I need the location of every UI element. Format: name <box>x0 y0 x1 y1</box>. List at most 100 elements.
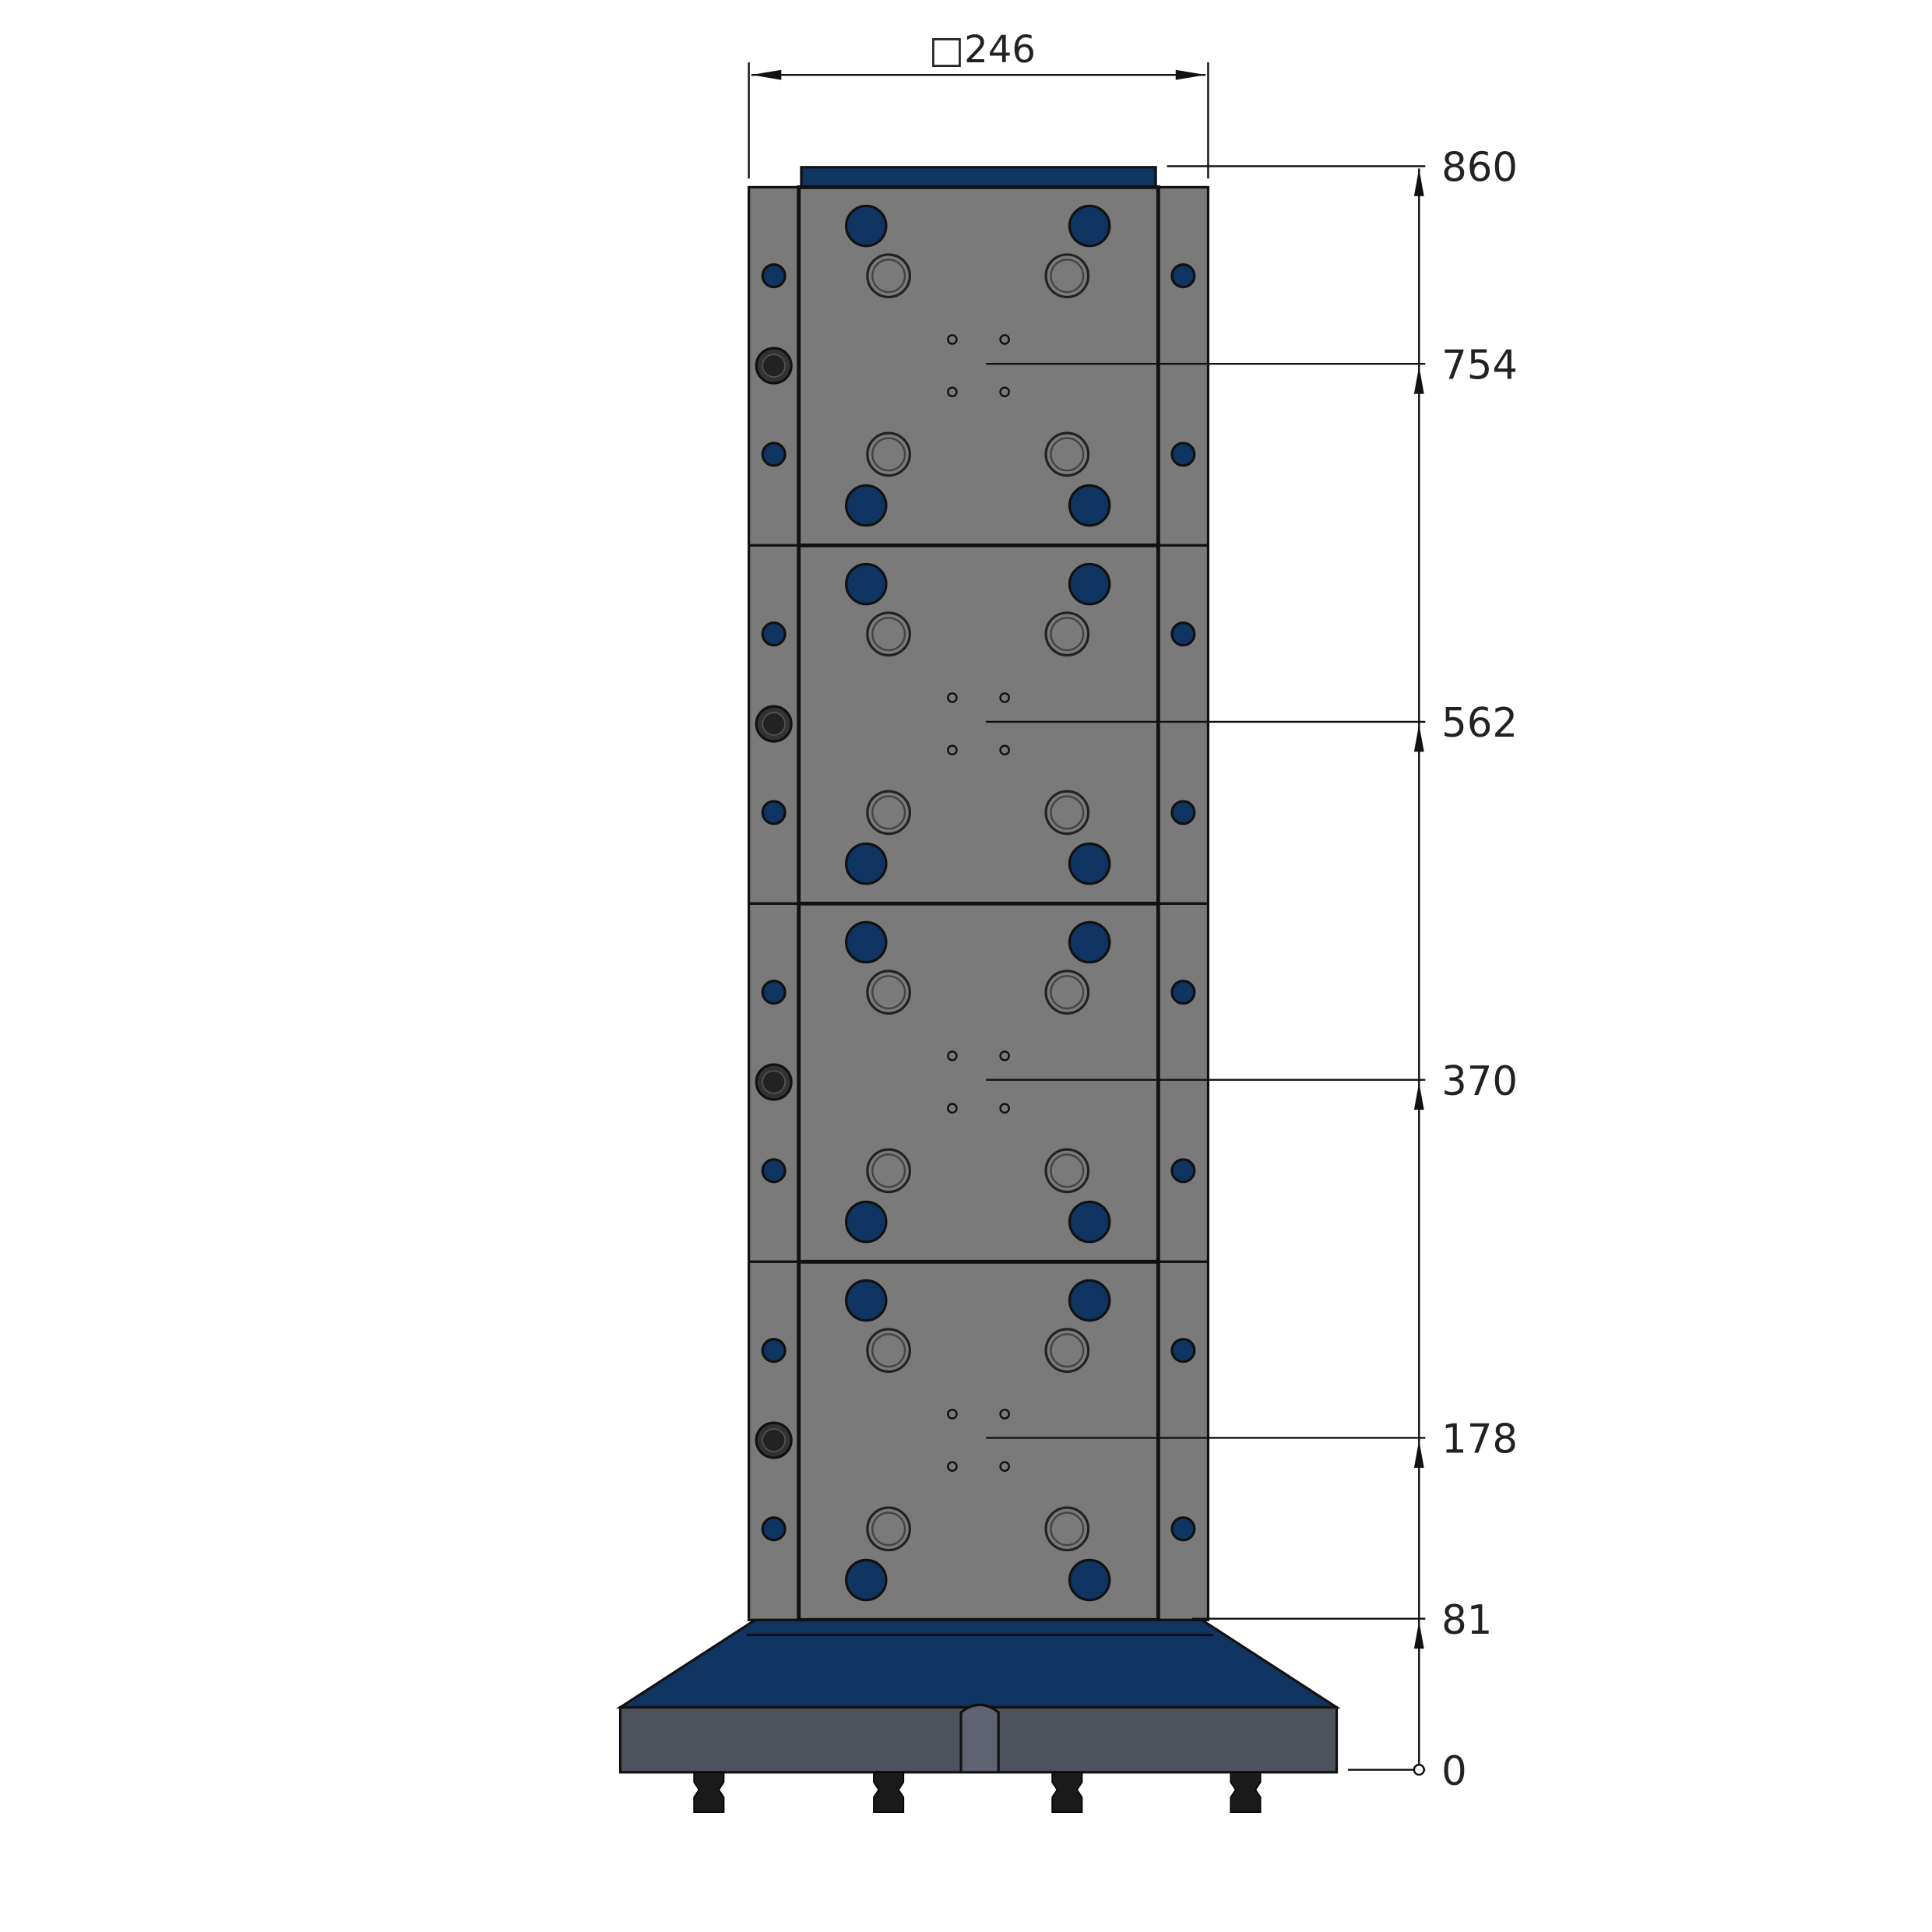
side-screw <box>761 1158 787 1184</box>
side-plug-inner <box>762 354 786 378</box>
side-screw <box>1170 621 1196 647</box>
locating-bolt <box>1068 842 1111 885</box>
side-screw <box>761 621 787 647</box>
clamp-ring-inner <box>871 259 906 294</box>
side-screw <box>1170 1338 1196 1364</box>
arrowhead <box>1413 1621 1424 1649</box>
clamp-ring-inner <box>871 975 906 1010</box>
locating-bolt <box>845 204 888 248</box>
height-dimension-label: 860 <box>1441 145 1518 192</box>
pin-hole <box>947 386 958 398</box>
clamp-ring <box>1044 431 1090 477</box>
height-dimension-label: 178 <box>1441 1416 1518 1463</box>
width-dimension-label: □246 <box>929 28 1036 72</box>
clamp-ring <box>866 970 911 1015</box>
base-groove <box>959 1703 1000 1774</box>
dimension-annotations: □246 860 754 562 370 178 81 0 <box>748 28 1518 1795</box>
side-strip-right <box>1156 544 1210 905</box>
module <box>748 185 1210 547</box>
side-screw <box>1170 980 1196 1005</box>
clamp-ring-inner <box>871 1511 906 1547</box>
clamp-ring <box>866 253 911 299</box>
locating-bolt <box>1068 1200 1111 1244</box>
pin-hole <box>999 1050 1010 1061</box>
clamp-ring-inner <box>1050 617 1085 652</box>
clamp-ring <box>1044 970 1090 1015</box>
side-screw <box>761 1516 787 1542</box>
clamp-ring-inner <box>871 795 906 830</box>
clamp-ring-inner <box>1050 1333 1085 1368</box>
clamp-ring-inner <box>1050 795 1085 830</box>
side-screw <box>761 263 787 289</box>
top-cap <box>800 166 1157 189</box>
clamp-ring <box>866 611 911 657</box>
clamp-ring <box>1044 1148 1090 1194</box>
side-plug-inner <box>762 712 786 736</box>
clamp-ring <box>866 431 911 477</box>
pin-hole <box>947 334 958 345</box>
clamp-ring-inner <box>1050 1153 1085 1188</box>
arrowhead <box>1413 1440 1424 1468</box>
clamp-ring <box>1044 253 1090 299</box>
arrowhead <box>1413 168 1424 196</box>
locating-bolt <box>845 842 888 885</box>
clamp-ring-inner <box>1050 259 1085 294</box>
locating-bolt <box>1068 204 1111 248</box>
locating-bolt <box>845 1279 888 1322</box>
origin-marker <box>1413 1764 1425 1776</box>
height-dimension-label: 562 <box>1441 700 1518 747</box>
leveling-foot <box>693 1772 725 1813</box>
clamp-ring-inner <box>871 1153 906 1188</box>
locating-bolt <box>1068 562 1111 606</box>
side-screw <box>761 980 787 1005</box>
clamp-ring <box>866 1328 911 1373</box>
side-screw <box>761 442 787 467</box>
clamp-ring-inner <box>1050 1511 1085 1547</box>
pin-hole <box>947 1409 958 1420</box>
side-plug-inner <box>762 1070 786 1094</box>
side-screw <box>1170 263 1196 289</box>
locating-bolt <box>845 1558 888 1602</box>
side-screw <box>1170 442 1196 467</box>
side-screw <box>1170 1158 1196 1184</box>
side-screw <box>761 800 787 825</box>
locating-bolt <box>845 920 888 964</box>
clamp-ring <box>1044 1506 1090 1552</box>
height-dimension-label: 754 <box>1441 342 1518 389</box>
height-dimension-label: 370 <box>1441 1058 1518 1105</box>
leveling-foot <box>873 1772 905 1813</box>
side-screw <box>1170 1516 1196 1542</box>
clamp-ring-inner <box>871 1333 906 1368</box>
clamp-ring <box>1044 790 1090 836</box>
clamp-ring <box>1044 1328 1090 1373</box>
side-plug-inner <box>762 1428 786 1452</box>
side-strip-right <box>1156 1260 1210 1621</box>
locating-bolt <box>845 484 888 527</box>
pin-hole <box>947 1461 958 1472</box>
leveling-foot <box>1230 1772 1262 1813</box>
module <box>748 1259 1210 1622</box>
height-dimension-label: 0 <box>1441 1748 1467 1795</box>
clamp-ring-inner <box>871 437 906 472</box>
pin-hole <box>999 1409 1010 1420</box>
side-screw <box>1170 800 1196 825</box>
clamp-ring <box>866 1506 911 1552</box>
locating-bolt <box>845 562 888 606</box>
height-dimension-label: 81 <box>1441 1597 1492 1644</box>
clamp-ring-inner <box>1050 975 1085 1010</box>
locating-bolt <box>1068 1279 1111 1322</box>
locating-bolt <box>1068 484 1111 527</box>
clamp-ring-inner <box>1050 437 1085 472</box>
locating-bolt <box>845 1200 888 1244</box>
module <box>748 543 1210 906</box>
pin-hole <box>947 1103 958 1114</box>
arrowhead <box>1413 366 1424 394</box>
arrowhead <box>1413 1082 1424 1110</box>
pin-hole <box>947 744 958 756</box>
pin-hole <box>947 692 958 703</box>
leveling-foot <box>1051 1772 1083 1813</box>
pin-hole <box>999 334 1010 345</box>
tower-base <box>616 1618 1341 1813</box>
locating-bolt <box>1068 1558 1111 1602</box>
